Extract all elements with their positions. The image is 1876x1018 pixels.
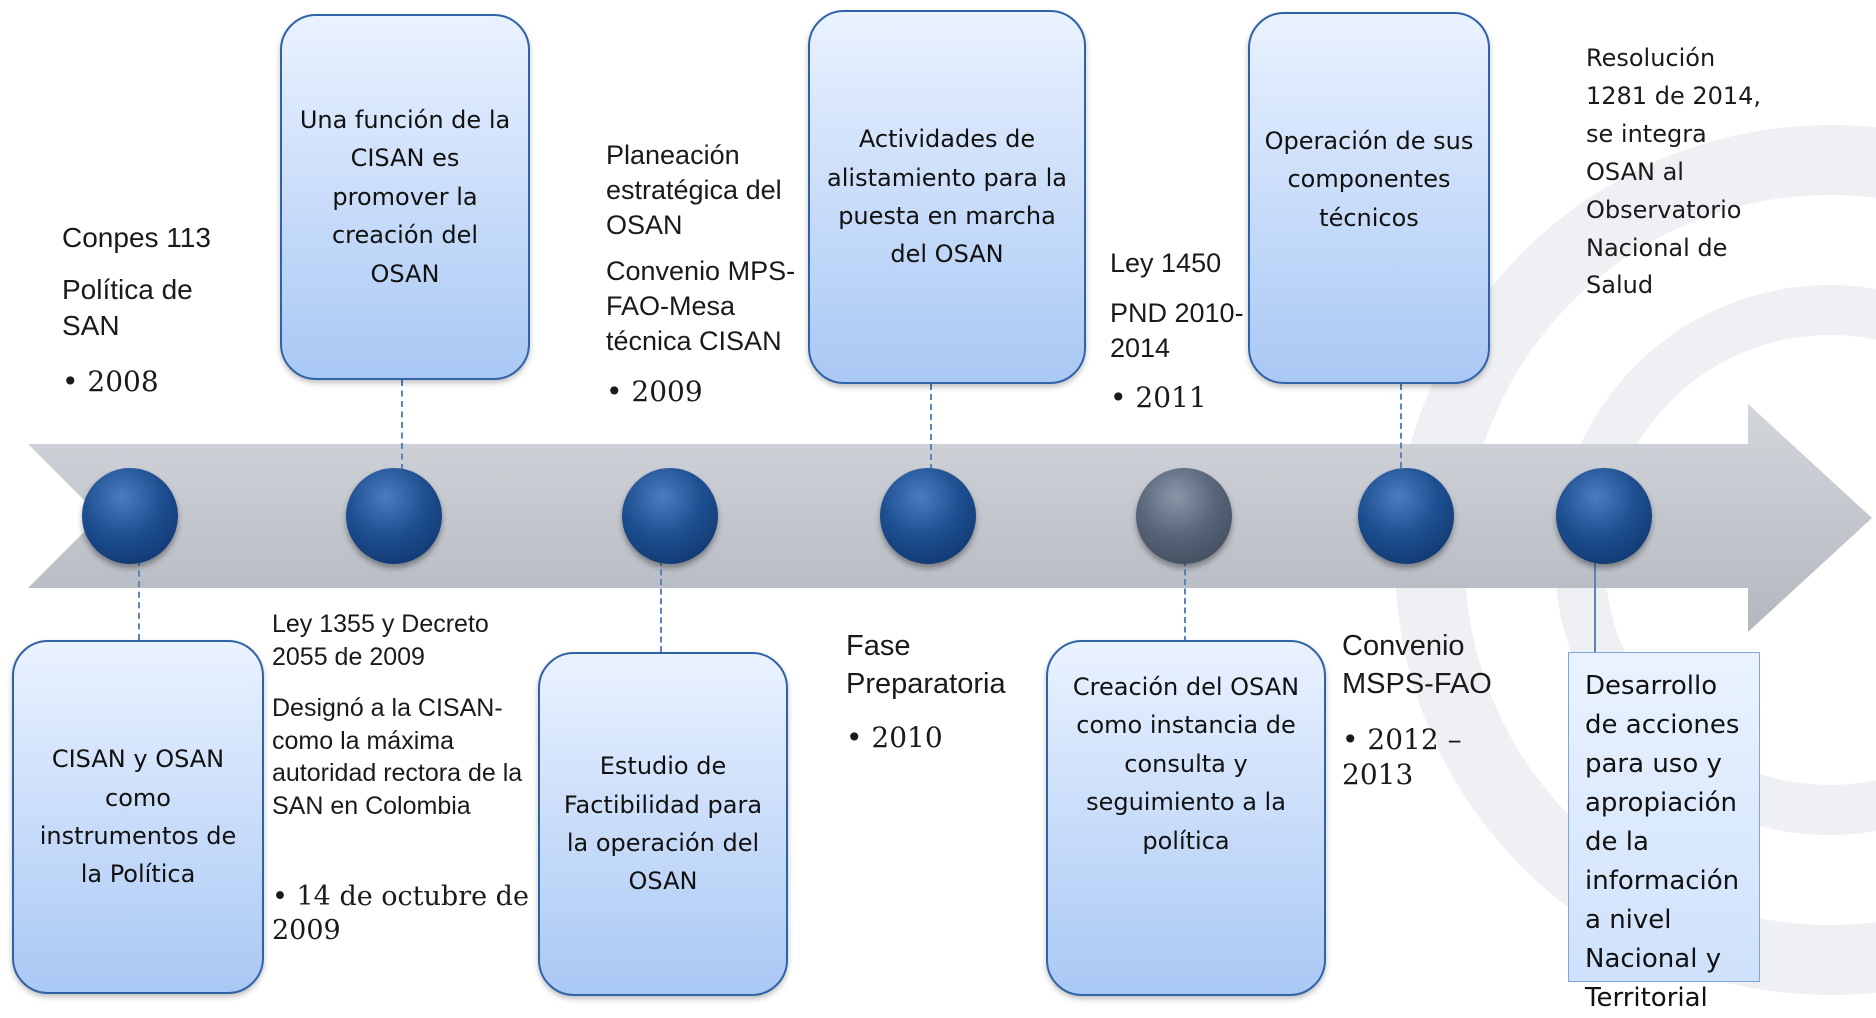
timeline-node-4 [880, 468, 976, 564]
year-2010: • 2010 [846, 721, 943, 754]
connector-7 [1594, 560, 1596, 652]
box-creacion: Creación del OSAN como instancia de cons… [1046, 640, 1326, 996]
year-2009: • 2009 [606, 375, 703, 408]
connector-1 [138, 560, 140, 640]
year-2012-2013: • 2012 – 2013 [1342, 723, 1462, 791]
box-actividades: Actividades de alistamiento para la pues… [808, 10, 1086, 384]
box-cisan-osan: CISAN y OSAN como instrumentos de la Pol… [12, 640, 264, 994]
box-desarrollo: Desarrollo de acciones para uso y apropi… [1568, 652, 1760, 1013]
timeline-node-1 [82, 468, 178, 564]
connector-4 [930, 384, 932, 470]
ley-1450-label: Ley 1450 [1110, 248, 1222, 278]
conpes-label: Conpes 113 [62, 222, 211, 253]
politica-label: Política de SAN [62, 274, 193, 342]
year-2008: • 2008 [62, 365, 159, 398]
timeline-node-3 [622, 468, 718, 564]
ley-1355-label: Ley 1355 y Decreto 2055 de 2009 [272, 610, 489, 671]
year-2011: • 2011 [1110, 381, 1207, 414]
connector-5 [1184, 560, 1186, 642]
convenio-msps-label: Convenio MSPS-FAO [1342, 630, 1492, 700]
box-funcion-cisan: Una función de la CISAN es promover la c… [280, 14, 530, 380]
resolucion-label: Resolución 1281 de 2014, se integra OSAN… [1586, 44, 1762, 300]
timeline-node-7 [1556, 468, 1652, 564]
fase-label: Fase Preparatoria [846, 630, 1006, 700]
timeline-node-6 [1358, 468, 1454, 564]
convenio-mps-label: Convenio MPS-FAO-Mesa técnica CISAN [606, 256, 796, 357]
box-operacion: Operación de sus componentes técnicos [1248, 12, 1490, 384]
timeline-node-2 [346, 468, 442, 564]
connector-3 [660, 560, 662, 652]
connector-2 [401, 380, 403, 470]
fecha-2009: • 14 de octubre de 2009 [272, 881, 529, 946]
box-estudio: Estudio de Factibilidad para la operació… [538, 652, 788, 996]
designo-label: Designó a la CISAN- como la máxima autor… [272, 694, 523, 820]
planeacion-label: Planeación estratégica del OSAN [606, 140, 782, 241]
timeline-node-5 [1136, 468, 1232, 564]
pnd-label: PND 2010-2014 [1110, 298, 1244, 364]
connector-6 [1400, 384, 1402, 468]
